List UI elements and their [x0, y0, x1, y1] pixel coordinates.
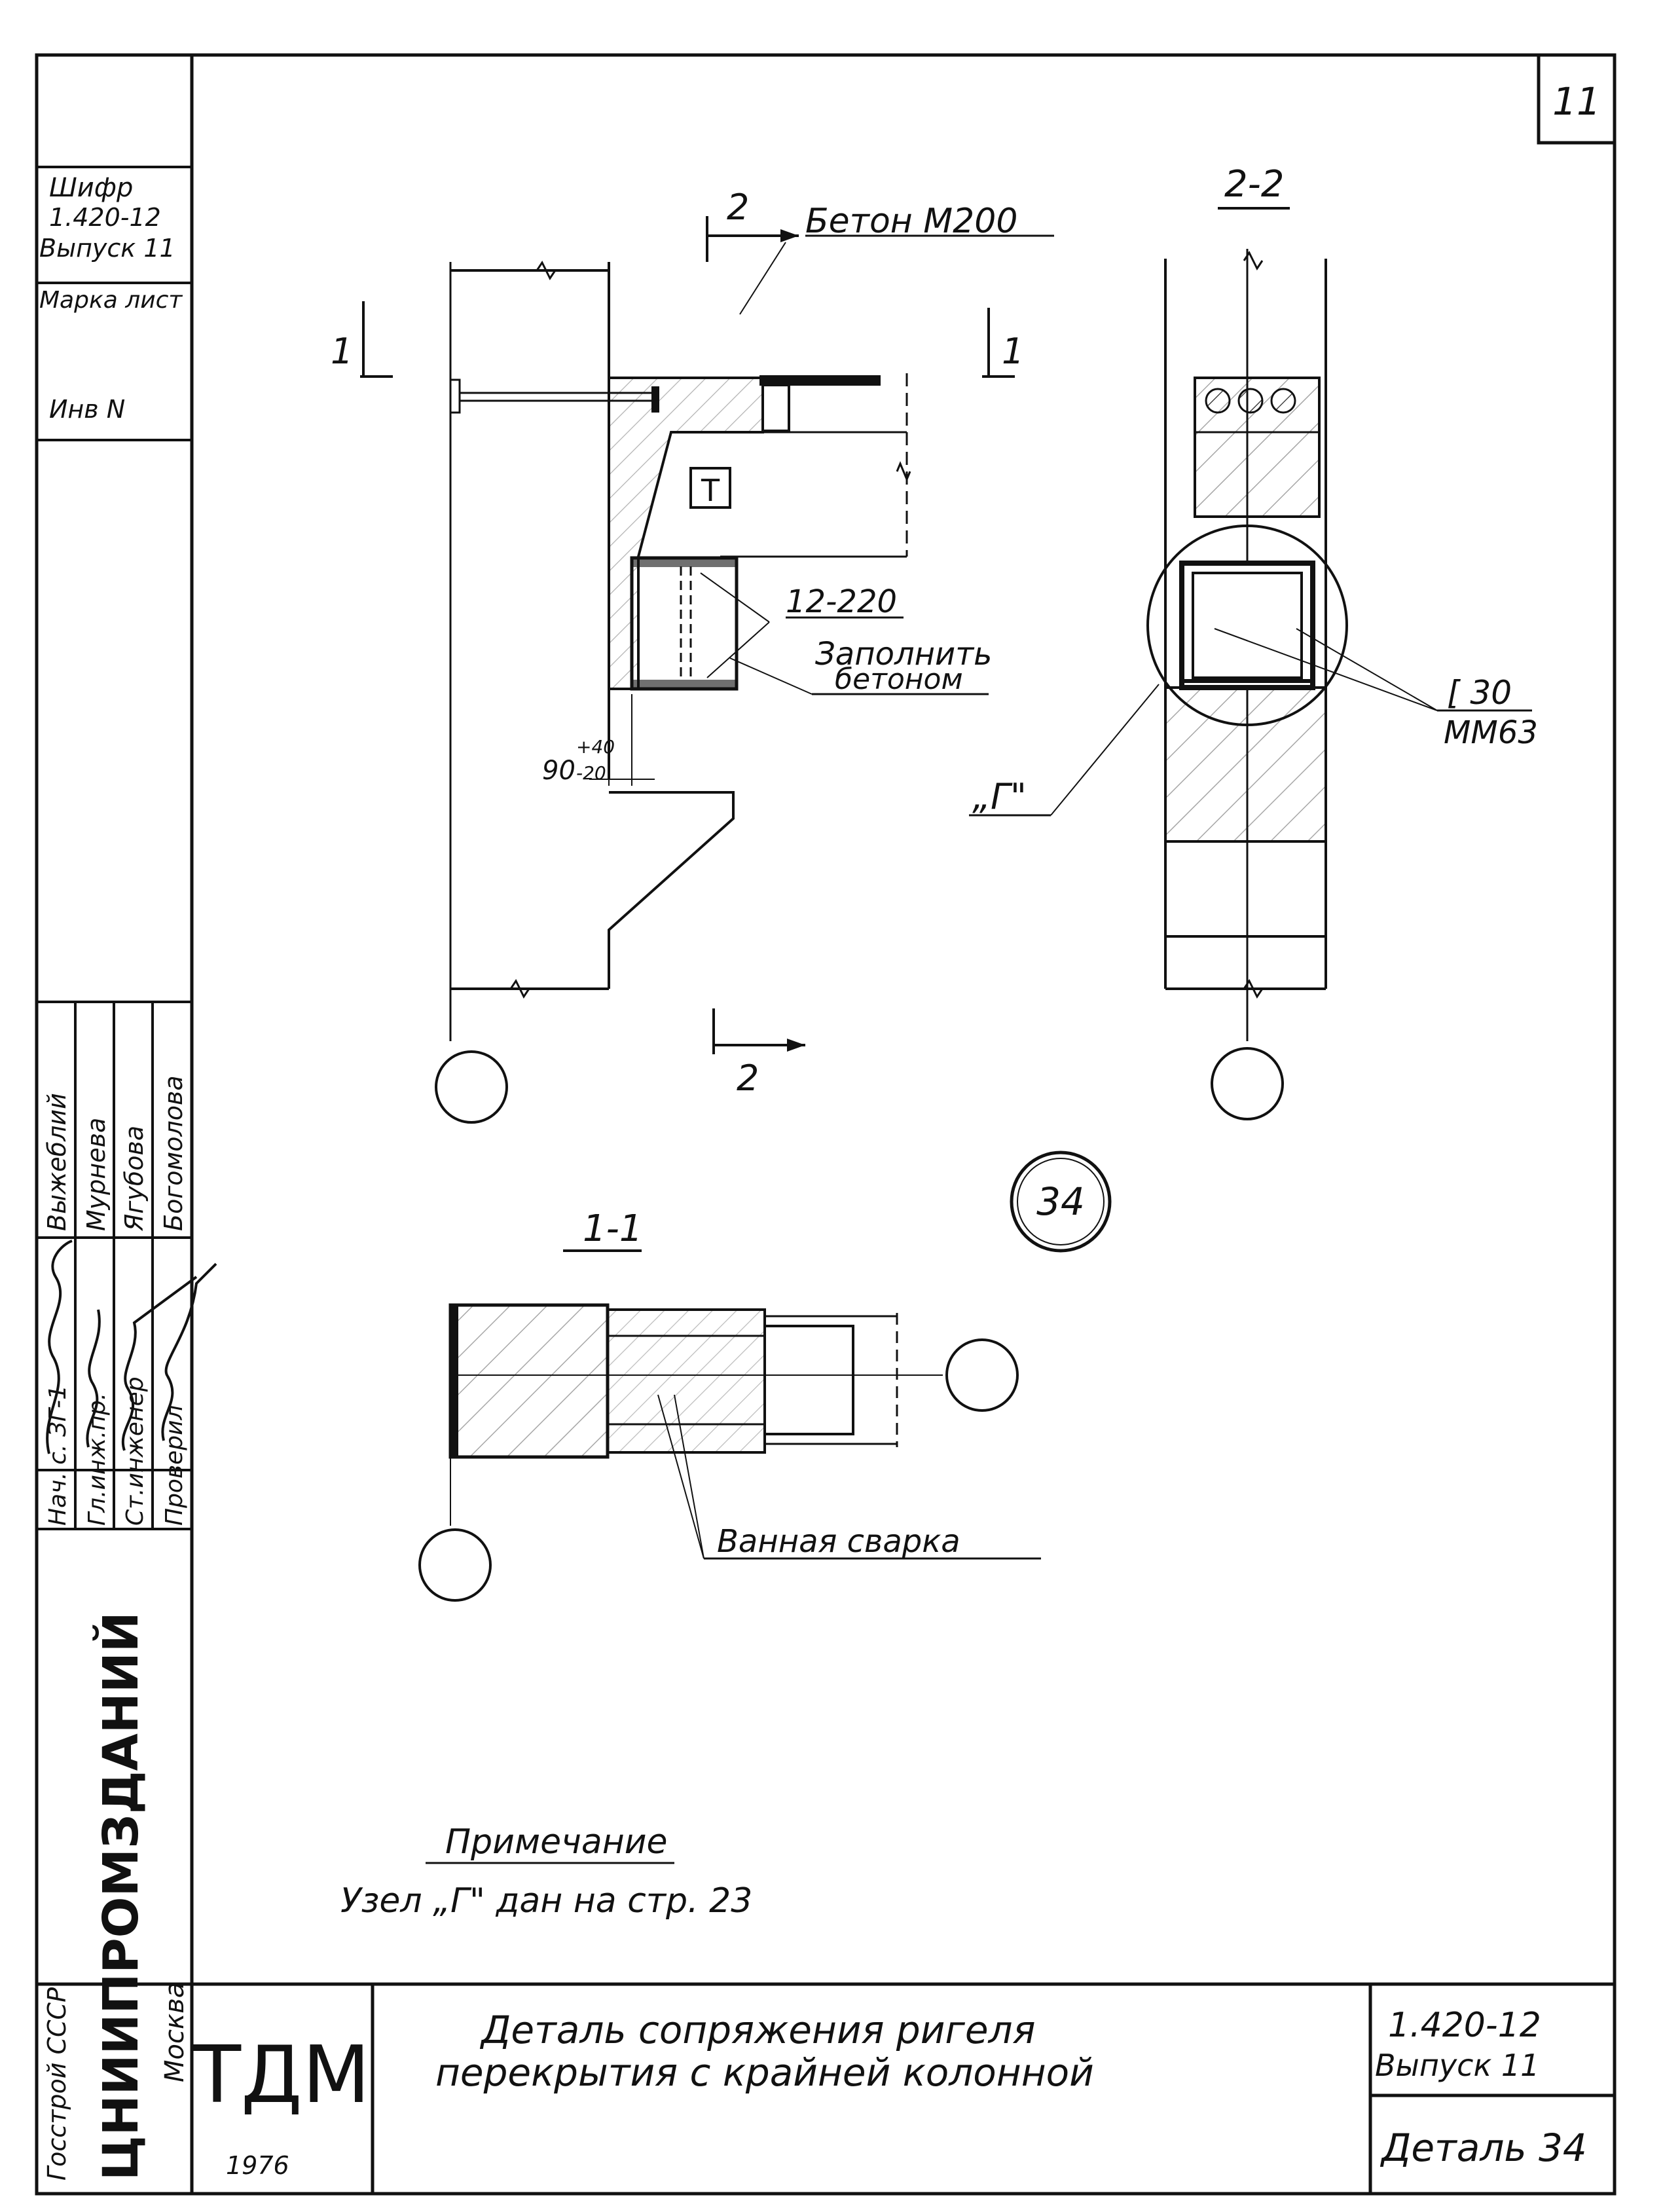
- section-1-1: 1-1 Ванная сварка: [418, 1207, 1041, 1602]
- signature-name-4: Богомолова: [159, 1075, 188, 1231]
- signature-role-3: Ст.инженер: [122, 1376, 149, 1526]
- stamp-issue: Выпуск 11: [39, 234, 175, 263]
- dimension-minus: -20: [576, 762, 606, 784]
- signature-role-4: Проверил: [161, 1405, 188, 1526]
- section-2-2: 2-2 [ 30 ММ63: [969, 163, 1538, 1120]
- note-text: Узел „Г" дан на стр. 23: [340, 1881, 752, 1921]
- note-title: Примечание: [445, 1822, 668, 1862]
- signature-role-1: Нач. с. ЗГ-1: [45, 1385, 71, 1526]
- stamp-shifr-label: Шифр: [49, 173, 133, 203]
- title-logo: ТДМ: [192, 2030, 371, 2121]
- organization-ministry: Госстрой СССР: [43, 1987, 71, 2181]
- dimension-plus: +40: [576, 736, 615, 758]
- node-label: „Г": [972, 776, 1027, 817]
- title-year: 1976: [226, 2151, 289, 2180]
- detail-badge-number: 34: [1036, 1179, 1085, 1224]
- section-1-mark-right: 1: [1002, 331, 1024, 372]
- sheet-frame: [35, 53, 1617, 2196]
- dimension-main: 90: [542, 756, 576, 786]
- signature-name-3: Ягубова: [120, 1126, 149, 1232]
- node-g-circle: [1146, 525, 1348, 726]
- stamp-inv-label: Инв N: [49, 395, 125, 424]
- organization-city: Москва: [160, 1982, 190, 2082]
- stamp-series: 1.420-12: [49, 203, 161, 232]
- signature-name-2: Мурнева: [82, 1118, 111, 1231]
- drawing-title-line2: перекрытия с крайней колонной: [435, 2050, 1094, 2095]
- drawing-title-line1: Деталь сопряжения ригеля: [479, 2008, 1036, 2052]
- section-1-title: 1-1: [583, 1207, 642, 1250]
- section-2-mark-top: 2: [727, 187, 749, 228]
- stamp-marka-list: Марка лист: [39, 287, 183, 314]
- signature-name-1: Выжеблий: [43, 1093, 71, 1231]
- column-elevation: Т 90 +40 -20 1 1 2 2 Бетон: [331, 187, 1054, 1124]
- page-number: 11: [1552, 79, 1601, 124]
- axis-bubble-plan-right: [945, 1338, 1019, 1412]
- signatures-block: Нач. с. ЗГ-1 Гл.инж.пр. Ст.инженер Прове…: [37, 1001, 217, 1530]
- axis-bubble-section-2: [1211, 1047, 1284, 1120]
- organization-institute: ЦНИИПРОМЗДАНИЙ: [92, 1612, 149, 2181]
- t-mark: Т: [701, 473, 720, 508]
- weld-label: Ванная сварка: [717, 1523, 960, 1560]
- channel-label: [ 30: [1447, 674, 1512, 712]
- steel-box-elevation: [630, 556, 739, 691]
- section-1-mark-left: 1: [331, 331, 353, 372]
- concrete-label: Бетон М200: [805, 202, 1017, 241]
- plate-label: 12-220: [786, 583, 897, 620]
- organization-block: Госстрой СССР ЦНИИПРОМЗДАНИЙ Москва: [37, 1612, 1615, 2181]
- page-number-box: 11: [1537, 53, 1617, 145]
- note-block: Примечание Узел „Г" дан на стр. 23: [340, 1822, 752, 1921]
- steel-label: ММ63: [1444, 714, 1538, 751]
- signature-role-2: Гл.инж.пр.: [84, 1393, 111, 1526]
- title-detail: Деталь 34: [1380, 2126, 1587, 2170]
- axis-bubble-plan-bottom: [418, 1528, 492, 1602]
- title-issue: Выпуск 11: [1375, 2048, 1539, 2083]
- section-2-mark-bottom: 2: [737, 1058, 759, 1099]
- title-block: ТДМ 1976 Деталь сопряжения ригеля перекр…: [192, 1984, 1615, 2194]
- fill-label-line1: Заполнить: [815, 636, 992, 673]
- steel-box-section: [1179, 561, 1315, 690]
- title-series: 1.420-12: [1388, 2006, 1541, 2045]
- fill-label-line2: бетоном: [835, 663, 963, 696]
- axis-bubble-elevation: [435, 1050, 508, 1124]
- handwritten-signatures: [46, 1240, 217, 1454]
- left-stamp-top: Шифр 1.420-12 Выпуск 11 Марка лист Инв N: [37, 166, 192, 441]
- section-2-title: 2-2: [1224, 163, 1284, 206]
- detail-badge: 34: [1010, 1151, 1112, 1253]
